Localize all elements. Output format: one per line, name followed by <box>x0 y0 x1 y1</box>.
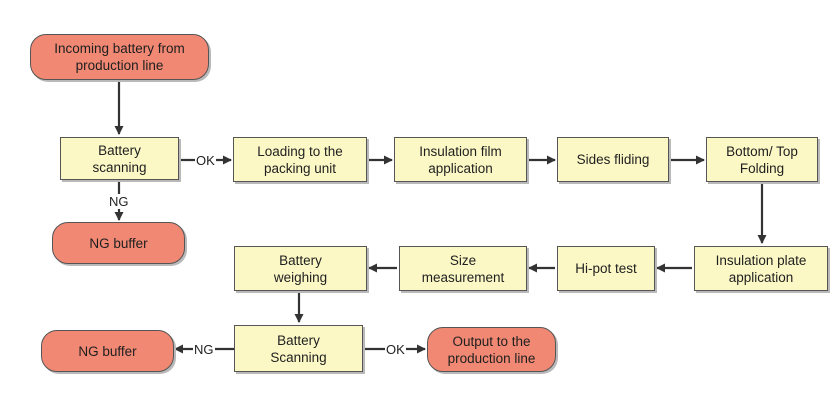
ng-buffer-node-2: NG buffer <box>41 330 174 372</box>
loading-node: Loading to the packing unit <box>233 137 367 182</box>
sides-folding-node: Sides fliding <box>557 137 669 182</box>
battery-scanning-node: Battery scanning <box>60 137 179 180</box>
battery-weighing-node: Battery weighing <box>234 246 367 291</box>
battery-scanning-2-node: Battery Scanning <box>234 325 363 372</box>
size-measurement-node: Size measurement <box>399 246 527 291</box>
hipot-test-node: Hi-pot test <box>557 246 655 291</box>
incoming-battery-node: Incoming battery from production line <box>30 34 209 80</box>
insulation-plate-node: Insulation plate application <box>694 246 828 291</box>
ng-label-1: NG <box>108 194 130 209</box>
insulation-film-node: Insulation film application <box>394 137 527 182</box>
ok-label-1: OK <box>195 153 216 168</box>
ng-label-2: NG <box>193 342 215 357</box>
output-node: Output to the production line <box>427 327 556 372</box>
bottom-top-folding-node: Bottom/ Top Folding <box>706 137 818 182</box>
ng-buffer-node-1: NG buffer <box>52 222 185 264</box>
ok-label-2: OK <box>385 342 406 357</box>
